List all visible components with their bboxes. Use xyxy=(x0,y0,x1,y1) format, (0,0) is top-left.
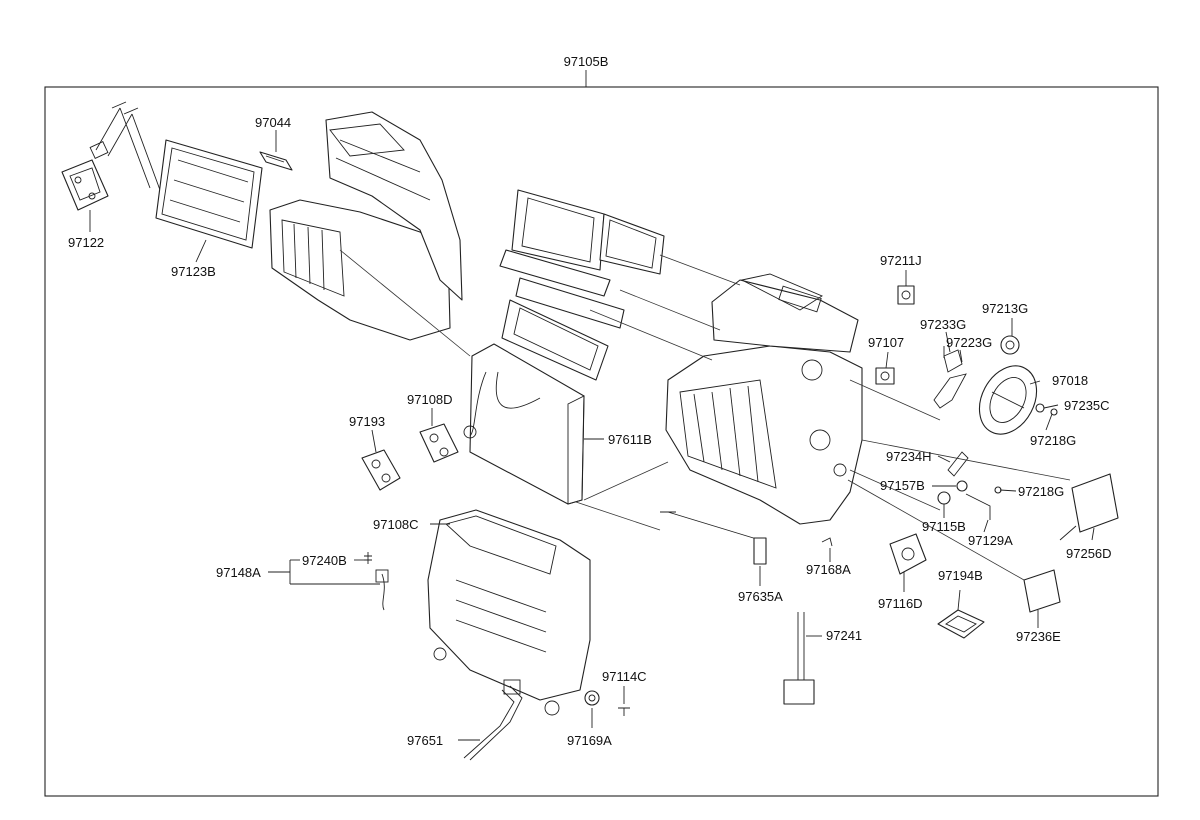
label-97651: 97651 xyxy=(407,733,443,748)
lever-97234H-drawing xyxy=(947,451,969,477)
label-97157B: 97157B xyxy=(880,478,925,493)
harness-97241-drawing xyxy=(783,612,815,705)
label-97169A: 97169A xyxy=(567,733,612,748)
label-97122: 97122 xyxy=(68,235,104,250)
rod-97129A-drawing xyxy=(965,493,991,520)
label-97236E: 97236E xyxy=(1016,629,1061,644)
label-97018: 97018 xyxy=(1052,373,1088,388)
label-97635A: 97635A xyxy=(738,589,783,604)
bushing-97107-drawing xyxy=(875,367,895,385)
label-97114C: 97114C xyxy=(602,669,647,684)
sensor-97635A-drawing xyxy=(660,511,767,565)
assembly-label: 97105B xyxy=(564,54,609,69)
label-97108D: 97108D xyxy=(407,392,453,407)
label-97218G-2: 97218G xyxy=(1018,484,1064,499)
part-labels: 97122 97123B 97044 97193 97108D 97611B 9… xyxy=(68,115,1112,748)
label-97256D: 97256D xyxy=(1066,546,1112,561)
actuator-97211J-drawing xyxy=(897,285,915,305)
leader-lines xyxy=(89,130,1095,741)
heater-core-97123B-drawing xyxy=(89,101,263,249)
label-97129A: 97129A xyxy=(968,533,1013,548)
assembly-frame xyxy=(44,86,1159,797)
module-97256D-drawing xyxy=(1059,473,1119,541)
label-97241: 97241 xyxy=(826,628,862,643)
clip-97044-drawing xyxy=(259,151,293,171)
clip-97168A-drawing xyxy=(821,537,833,547)
label-97107: 97107 xyxy=(868,335,904,350)
seal-97194B-drawing xyxy=(937,609,985,639)
drain-hose-97651-drawing xyxy=(463,679,523,761)
screw-97114C-drawing xyxy=(618,707,630,716)
actuator-97115B-drawing xyxy=(937,491,951,505)
label-97116D: 97116D xyxy=(878,596,923,611)
label-97194B: 97194B xyxy=(938,568,983,583)
seal-97108D-drawing xyxy=(419,423,459,463)
blower-fan-97018-drawing xyxy=(978,365,1038,435)
bracket-97122-drawing xyxy=(61,159,109,211)
washer-97235C-drawing xyxy=(1035,403,1045,413)
label-97611B: 97611B xyxy=(608,432,652,447)
lower-case-drawing xyxy=(427,509,591,716)
air-doors-drawing xyxy=(499,189,665,381)
assembly-guide-lines xyxy=(339,249,1071,581)
resistor-97236E-drawing xyxy=(1023,569,1061,613)
evaporator-97611B-drawing xyxy=(463,343,585,505)
label-97223G: 97223G xyxy=(946,335,992,350)
lever-97223G-drawing xyxy=(933,373,967,409)
lever-97233G-drawing xyxy=(943,349,963,373)
label-97168A: 97168A xyxy=(806,562,851,577)
label-97235C: 97235C xyxy=(1064,398,1110,413)
label-97115B: 97115B xyxy=(922,519,966,534)
label-97240B: 97240B xyxy=(302,553,347,568)
actuator-97213G-drawing xyxy=(1000,335,1020,355)
washer-97218G-drawing xyxy=(1050,408,1058,416)
label-97218G-1: 97218G xyxy=(1030,433,1076,448)
seal-97193-drawing xyxy=(361,449,401,491)
label-97123B: 97123B xyxy=(171,264,216,279)
heater-case-left-drawing xyxy=(269,111,463,341)
nut-97169A-drawing xyxy=(584,690,600,706)
sensor-97240B-drawing xyxy=(364,552,389,611)
label-97193: 97193 xyxy=(349,414,385,429)
label-97044: 97044 xyxy=(255,115,291,130)
label-97234H: 97234H xyxy=(886,449,932,464)
label-97233G: 97233G xyxy=(920,317,966,332)
label-97108C: 97108C xyxy=(373,517,419,532)
label-97148A: 97148A xyxy=(216,565,261,580)
link-97157B-drawing xyxy=(956,480,968,492)
hvac-main-case-drawing xyxy=(665,273,863,525)
label-97213G: 97213G xyxy=(982,301,1028,316)
label-97211J: 97211J xyxy=(880,253,922,268)
actuator-97116D-drawing xyxy=(889,533,927,575)
